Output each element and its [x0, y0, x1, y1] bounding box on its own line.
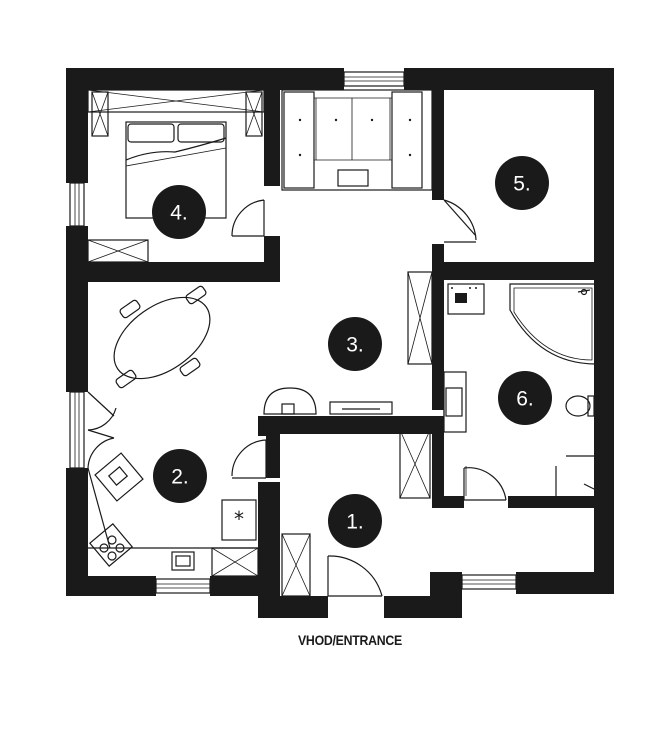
dining-table: [113, 285, 211, 389]
room-marker-2: 2.: [153, 449, 207, 503]
kitchen: *: [87, 452, 258, 571]
room-marker-1: 1.: [328, 494, 382, 548]
doors: [87, 199, 507, 597]
room-label-5: 5.: [513, 173, 531, 196]
room-label-4: 4.: [170, 202, 188, 225]
windows: [69, 71, 517, 594]
room-marker-3: 3.: [328, 317, 382, 371]
bathroom-fixtures: [443, 283, 597, 496]
sofa: [281, 89, 433, 191]
fireplace: [263, 387, 393, 415]
room-label-3: 3.: [346, 334, 364, 357]
room-marker-6: 6.: [498, 371, 552, 425]
wardrobes: [87, 89, 433, 597]
room-label-1: 1.: [346, 511, 364, 534]
room-label-2: 2.: [171, 466, 189, 489]
walls: [66, 68, 614, 618]
room-marker-4: 4.: [152, 185, 206, 239]
room-marker-5: 5.: [495, 156, 549, 210]
entrance-label: VHOD/ENTRANCE: [297, 632, 403, 648]
room-label-6: 6.: [516, 388, 534, 411]
fridge-asterisk-icon: *: [234, 507, 244, 531]
